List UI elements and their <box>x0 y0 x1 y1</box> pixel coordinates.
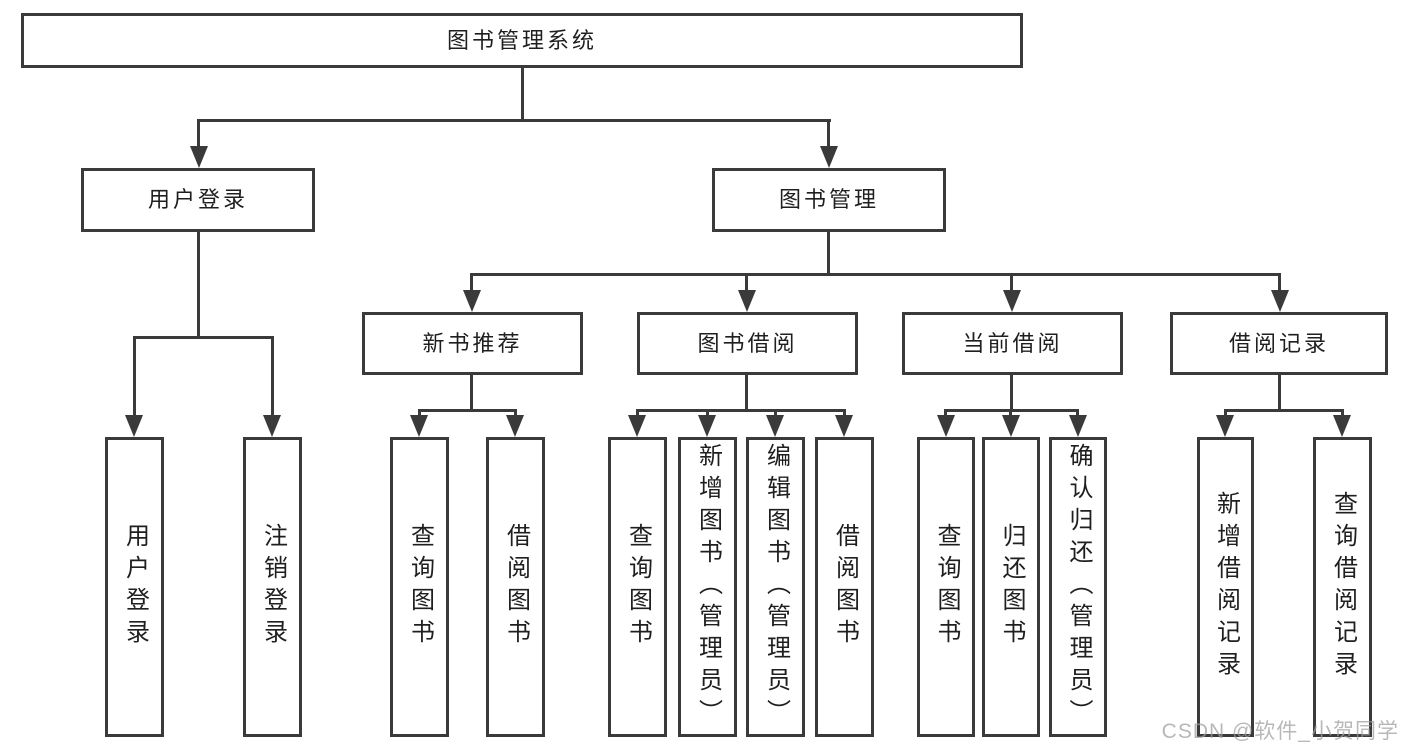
connector-current-borrow-hline <box>945 409 1079 412</box>
leaf-records-query-label: 查询借阅记录 <box>1329 491 1357 683</box>
leaf-borrow-edit-label: 编辑图书（管理员） <box>762 443 790 731</box>
arrow-down-icon <box>738 290 756 312</box>
arrow-down-icon <box>766 415 784 437</box>
arrow-down-icon <box>506 415 524 437</box>
leaf-current-query: 查询图书 <box>917 437 975 737</box>
connector-user-login-hline <box>133 336 274 339</box>
connector-root-shaft-right <box>827 119 830 149</box>
arrow-down-icon <box>263 415 281 437</box>
connector-root-hline <box>197 119 831 122</box>
node-book-mgmt: 图书管理 <box>712 168 946 232</box>
leaf-borrow-query: 查询图书 <box>608 437 667 737</box>
connector-new-books-shaft-1 <box>418 409 421 419</box>
node-root: 图书管理系统 <box>21 13 1023 68</box>
connector-new-books-vline <box>470 375 473 412</box>
leaf-logout-label: 注销登录 <box>259 523 287 651</box>
arrow-down-icon <box>698 415 716 437</box>
connector-book-mgmt-shaft-4 <box>1278 273 1281 293</box>
arrow-down-icon <box>820 146 838 168</box>
arrow-down-icon <box>1003 290 1021 312</box>
arrow-down-icon <box>628 415 646 437</box>
node-current-borrow-label: 当前借阅 <box>962 330 1063 356</box>
connector-current-borrow-shaft-1 <box>944 409 947 419</box>
leaf-records-query: 查询借阅记录 <box>1313 437 1372 737</box>
connector-root-shaft-left <box>197 119 200 149</box>
connector-book-mgmt-hline <box>471 273 1281 276</box>
connector-current-borrow-shaft-3 <box>1076 409 1079 419</box>
connector-user-login-shaft-2 <box>271 336 274 417</box>
connector-user-login-shaft-1 <box>133 336 136 417</box>
node-borrow-records: 借阅记录 <box>1170 312 1388 375</box>
leaf-records-add-label: 新增借阅记录 <box>1212 491 1240 683</box>
node-borrow-records-label: 借阅记录 <box>1228 330 1329 356</box>
connector-borrow-records-vline <box>1278 375 1281 412</box>
arrow-down-icon <box>463 290 481 312</box>
leaf-logout: 注销登录 <box>243 437 302 737</box>
connector-borrow-records-shaft-1 <box>1224 409 1227 419</box>
leaf-borrow-edit: 编辑图书（管理员） <box>746 437 805 737</box>
node-root-label: 图书管理系统 <box>446 27 597 53</box>
arrow-down-icon <box>1271 290 1289 312</box>
connector-new-books-shaft-2 <box>514 409 517 419</box>
leaf-borrow-add: 新增图书（管理员） <box>678 437 737 737</box>
leaf-borrow-borrow: 借阅图书 <box>815 437 874 737</box>
arrow-down-icon <box>1002 415 1020 437</box>
leaf-borrow-add-label: 新增图书（管理员） <box>694 443 722 731</box>
connector-book-borrow-shaft-3 <box>774 409 777 419</box>
leaf-borrow-borrow-label: 借阅图书 <box>831 523 859 651</box>
csdn-watermark: CSDN @软件_小贺同学 <box>1161 720 1399 743</box>
node-new-books: 新书推荐 <box>362 312 583 375</box>
arrow-down-icon <box>835 415 853 437</box>
node-user-login-label: 用户登录 <box>147 187 248 212</box>
connector-borrow-records-hline <box>1224 409 1344 412</box>
leaf-current-confirm-label: 确认归还（管理员） <box>1065 443 1092 731</box>
arrow-down-icon <box>1333 415 1351 437</box>
node-book-borrow-label: 图书借阅 <box>697 330 798 356</box>
connector-borrow-records-shaft-2 <box>1341 409 1344 419</box>
leaf-user-login-label: 用户登录 <box>121 523 149 651</box>
connector-book-mgmt-shaft-1 <box>470 273 473 293</box>
connector-book-borrow-shaft-4 <box>843 409 846 419</box>
leaf-current-return-label: 归还图书 <box>998 523 1025 651</box>
leaf-current-confirm: 确认归还（管理员） <box>1049 437 1107 737</box>
connector-user-login-vline <box>197 232 200 339</box>
connector-book-mgmt-shaft-2 <box>745 273 748 293</box>
arrow-down-icon <box>937 415 955 437</box>
leaf-newbooks-query: 查询图书 <box>390 437 449 737</box>
leaf-current-return: 归还图书 <box>982 437 1040 737</box>
connector-book-borrow-shaft-1 <box>636 409 639 419</box>
connector-root-vline <box>521 66 524 122</box>
node-book-borrow: 图书借阅 <box>637 312 858 375</box>
arrow-down-icon <box>190 146 208 168</box>
connector-current-borrow-vline <box>1010 375 1013 412</box>
leaf-records-add: 新增借阅记录 <box>1197 437 1254 737</box>
node-new-books-label: 新书推荐 <box>422 330 523 356</box>
connector-new-books-hline <box>418 409 517 412</box>
connector-book-borrow-shaft-2 <box>706 409 709 419</box>
connector-book-borrow-vline <box>745 375 748 412</box>
leaf-borrow-query-label: 查询图书 <box>624 523 652 651</box>
arrow-down-icon <box>410 415 428 437</box>
leaf-user-login: 用户登录 <box>105 437 164 737</box>
arrow-down-icon <box>1069 415 1087 437</box>
leaf-current-query-label: 查询图书 <box>933 523 960 651</box>
node-current-borrow: 当前借阅 <box>902 312 1123 375</box>
connector-book-mgmt-shaft-3 <box>1010 273 1013 293</box>
arrow-down-icon <box>1216 415 1234 437</box>
leaf-newbooks-borrow: 借阅图书 <box>486 437 545 737</box>
leaf-newbooks-query-label: 查询图书 <box>406 523 434 651</box>
connector-current-borrow-shaft-2 <box>1009 409 1012 419</box>
arrow-down-icon <box>125 415 143 437</box>
node-user-login: 用户登录 <box>81 168 315 232</box>
connector-book-mgmt-vline <box>827 232 830 276</box>
connector-book-borrow-hline <box>636 409 846 412</box>
leaf-newbooks-borrow-label: 借阅图书 <box>502 523 530 651</box>
node-book-mgmt-label: 图书管理 <box>778 187 879 212</box>
